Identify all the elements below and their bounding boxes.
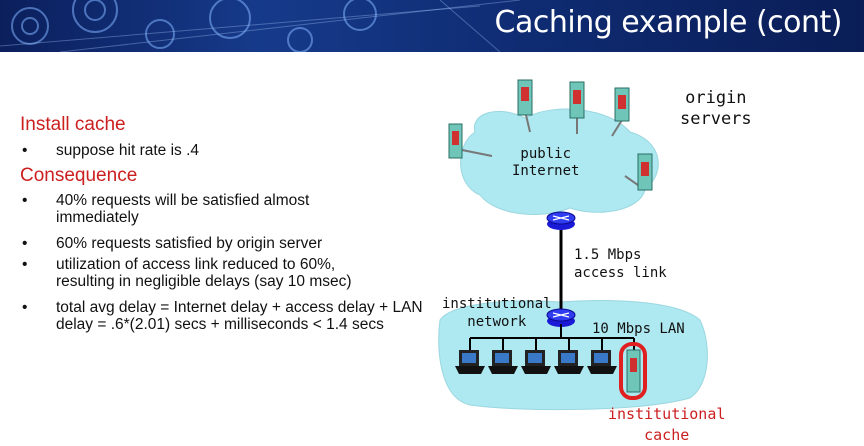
list-item: • 60% requests satisfied by origin serve… bbox=[22, 235, 323, 252]
router-icon bbox=[546, 308, 576, 327]
list-item: • suppose hit rate is .4 bbox=[22, 142, 200, 159]
workstation-icon bbox=[554, 350, 584, 374]
origin-server-icon bbox=[637, 153, 653, 191]
origin-server-icon bbox=[614, 87, 630, 122]
institutional-cache-icon bbox=[619, 342, 647, 400]
institutional-cache-label: institutional cache bbox=[608, 405, 726, 444]
workstation-icon bbox=[488, 350, 518, 374]
bullet-icon: • bbox=[22, 299, 28, 316]
bullet-icon: • bbox=[22, 142, 28, 159]
slide-title: Caching example (cont) bbox=[494, 5, 843, 40]
list-item: • 40% requests will be satisfied almost … bbox=[22, 192, 310, 226]
origin-server-icon bbox=[517, 79, 533, 116]
lan-label: 10 Mbps LAN bbox=[592, 321, 685, 337]
bullet-icon: • bbox=[22, 235, 28, 252]
access-link-label: 1.5 Mbps access link bbox=[574, 247, 667, 281]
list-item: • total avg delay = Internet delay + acc… bbox=[22, 299, 423, 333]
institutional-network-label: institutional network bbox=[442, 296, 552, 330]
title-banner: Caching example (cont) bbox=[0, 0, 864, 52]
origin-server-icon bbox=[569, 81, 585, 119]
lan-bus bbox=[469, 324, 635, 350]
bullet-icon: • bbox=[22, 192, 28, 209]
bullet-icon: • bbox=[22, 256, 28, 273]
heading-install-cache: Install cache bbox=[20, 114, 126, 135]
public-internet-label: public Internet bbox=[512, 146, 580, 179]
workstation-icon bbox=[455, 350, 485, 374]
workstation-icon bbox=[521, 350, 551, 374]
heading-consequence: Consequence bbox=[20, 165, 138, 186]
origin-server-icon bbox=[448, 123, 463, 159]
origin-servers-label: origin servers bbox=[680, 88, 752, 129]
router-icon bbox=[546, 211, 576, 230]
workstation-icon bbox=[587, 350, 617, 374]
list-item: • utilization of access link reduced to … bbox=[22, 256, 352, 290]
gear-decoration-icon bbox=[0, 0, 521, 52]
